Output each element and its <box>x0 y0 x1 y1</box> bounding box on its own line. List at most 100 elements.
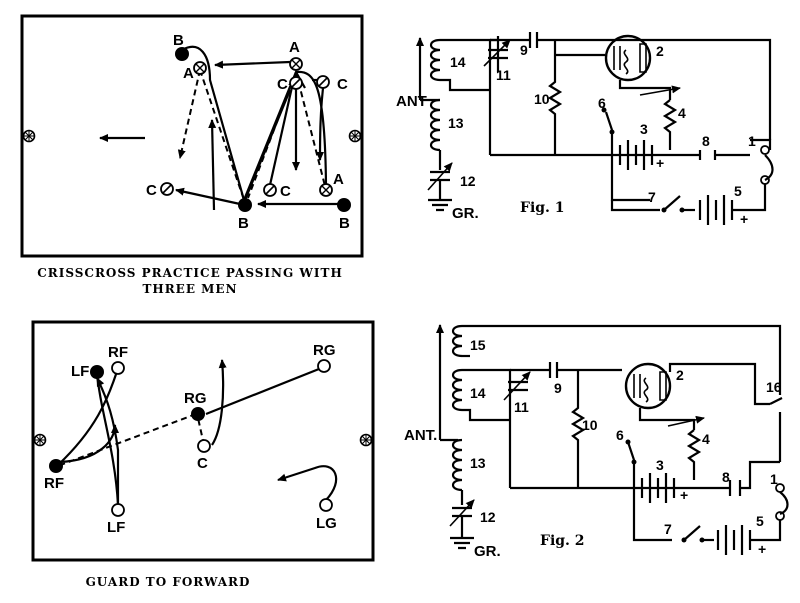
num-7: 7 <box>664 521 672 537</box>
player-rf-top <box>111 361 125 375</box>
num-11: 11 <box>496 67 511 83</box>
guard-caption: GUARD TO FORWARD <box>86 575 251 589</box>
vacuum-tube-2 <box>604 34 652 82</box>
label-lg: LG <box>316 515 337 532</box>
num-1: 1 <box>770 471 778 487</box>
player-c-left <box>160 182 174 196</box>
num-2: 2 <box>656 43 664 59</box>
num-5: 5 <box>756 513 764 529</box>
label-b-bottom-mid: B <box>238 215 249 232</box>
player-rg-mid <box>191 407 205 421</box>
gr-label: GR. <box>452 205 479 222</box>
num-9: 9 <box>520 42 528 58</box>
gr-label: GR. <box>474 543 501 560</box>
switch-7 <box>663 195 681 211</box>
switch-6 <box>626 441 636 461</box>
num-3: 3 <box>640 121 648 137</box>
capacitor-8 <box>698 150 717 160</box>
num-6: 6 <box>598 95 606 111</box>
right-basket-icon <box>348 129 362 143</box>
path-rf-down <box>57 367 120 466</box>
guard-to-forward-diagram: RF LF RG RG C RF LF LG GUARD TO FORWARD <box>31 320 375 589</box>
ground-symbol <box>428 198 452 212</box>
path-b-top <box>181 45 246 201</box>
path-c-left <box>175 187 241 206</box>
coil-14 <box>451 368 463 412</box>
capacitor-9 <box>510 362 622 378</box>
num-1: 1 <box>748 133 756 149</box>
label-c-left: C <box>146 182 157 199</box>
label-rg-mid: RG <box>184 390 207 407</box>
switch-6 <box>604 111 614 131</box>
label-c-mid: C <box>277 76 288 93</box>
player-c-low-mid <box>263 183 277 197</box>
player-rg-top <box>317 359 331 373</box>
num-10: 10 <box>582 417 598 433</box>
num-4: 4 <box>702 431 710 447</box>
label-a-low: A <box>333 171 344 188</box>
label-c: C <box>197 455 208 472</box>
num-14: 14 <box>470 385 486 401</box>
player-b-top <box>175 47 189 61</box>
path-a-down <box>295 70 328 186</box>
coil-14 <box>429 38 441 82</box>
player-c <box>197 439 211 453</box>
label-a-right: A <box>289 39 300 56</box>
resistor-10 <box>570 370 586 488</box>
ant-label: ANT. <box>404 427 437 444</box>
phones-1 <box>760 145 770 155</box>
num-10: 10 <box>534 91 550 107</box>
fig1-title: Fig. 1 <box>520 200 565 216</box>
rheostat-4 <box>662 99 678 150</box>
num-13: 13 <box>448 115 464 131</box>
num-7: 7 <box>648 189 656 205</box>
fig2-circuit: ANT. GR. Fig. 2 15 14 11 9 2 10 16 6 4 3… <box>404 324 789 560</box>
left-basket-icon <box>22 129 36 143</box>
path-rg-in <box>205 365 325 416</box>
label-b-top: B <box>173 32 184 49</box>
capacitor-11 <box>508 380 528 392</box>
num-9: 9 <box>554 380 562 396</box>
label-lf-top: LF <box>71 363 89 380</box>
player-lg <box>319 498 333 512</box>
crisscross-caption-line1: CRISSCROSS PRACTICE PASSING WITH <box>37 266 343 280</box>
num-2: 2 <box>676 367 684 383</box>
player-c-right <box>316 75 330 89</box>
num-15: 15 <box>470 337 486 353</box>
plus-3: + <box>680 487 688 503</box>
battery-3 <box>618 140 654 170</box>
player-c-mid <box>289 76 303 90</box>
plus-5: + <box>758 541 766 557</box>
num-4: 4 <box>678 105 686 121</box>
pass-a-to-b <box>199 69 245 201</box>
player-rf-left <box>49 459 63 473</box>
player-b-bottom-mid <box>238 198 252 212</box>
capacitor-9 <box>490 32 772 140</box>
coil-13 <box>451 438 463 492</box>
player-a-left <box>193 61 207 75</box>
switch-16 <box>769 397 783 462</box>
capacitor-8 <box>690 460 780 496</box>
ant-label: ANT <box>396 93 427 110</box>
resistor-10 <box>547 40 563 155</box>
num-5: 5 <box>734 183 742 199</box>
crisscross-diagram: B A A C C C A C B B CRISSCROSS PRACTICE … <box>20 14 364 296</box>
num-3: 3 <box>656 457 664 473</box>
pass-rg-to-rf <box>57 413 197 467</box>
num-12: 12 <box>460 173 476 189</box>
battery-5 <box>716 525 752 555</box>
path-c-up <box>268 77 297 186</box>
left-basket-icon <box>33 433 47 447</box>
path-c-up <box>211 359 227 446</box>
pass-a-left <box>177 69 201 159</box>
path-lg-curve <box>277 465 338 501</box>
num-8: 8 <box>722 469 730 485</box>
path-a-left <box>214 60 291 69</box>
label-rf-left: RF <box>44 475 64 492</box>
battery-5 <box>698 195 734 225</box>
num-8: 8 <box>702 133 710 149</box>
label-c-low-mid: C <box>280 183 291 200</box>
num-11: 11 <box>514 399 529 415</box>
fig2-title: Fig. 2 <box>540 533 585 549</box>
